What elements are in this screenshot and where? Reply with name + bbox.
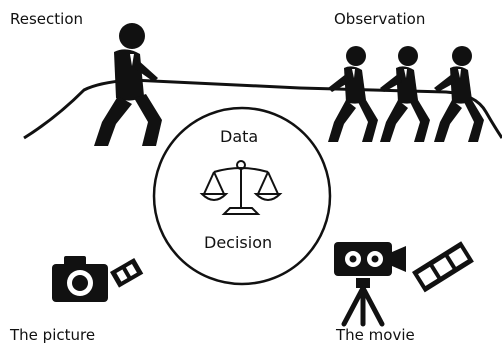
label-the-movie: The movie — [336, 326, 415, 344]
center-label-decision: Decision — [204, 233, 273, 252]
label-the-picture: The picture — [10, 326, 96, 344]
center-label-data: Data — [220, 127, 259, 146]
team-puller-figures — [328, 46, 484, 142]
movie-camera-icon — [334, 241, 474, 327]
balance-scale-icon — [199, 160, 283, 215]
camera-with-film-icon — [52, 256, 144, 302]
single-puller-figure — [94, 23, 162, 146]
label-observation: Observation — [334, 10, 426, 28]
label-resection: Resection — [10, 10, 84, 28]
